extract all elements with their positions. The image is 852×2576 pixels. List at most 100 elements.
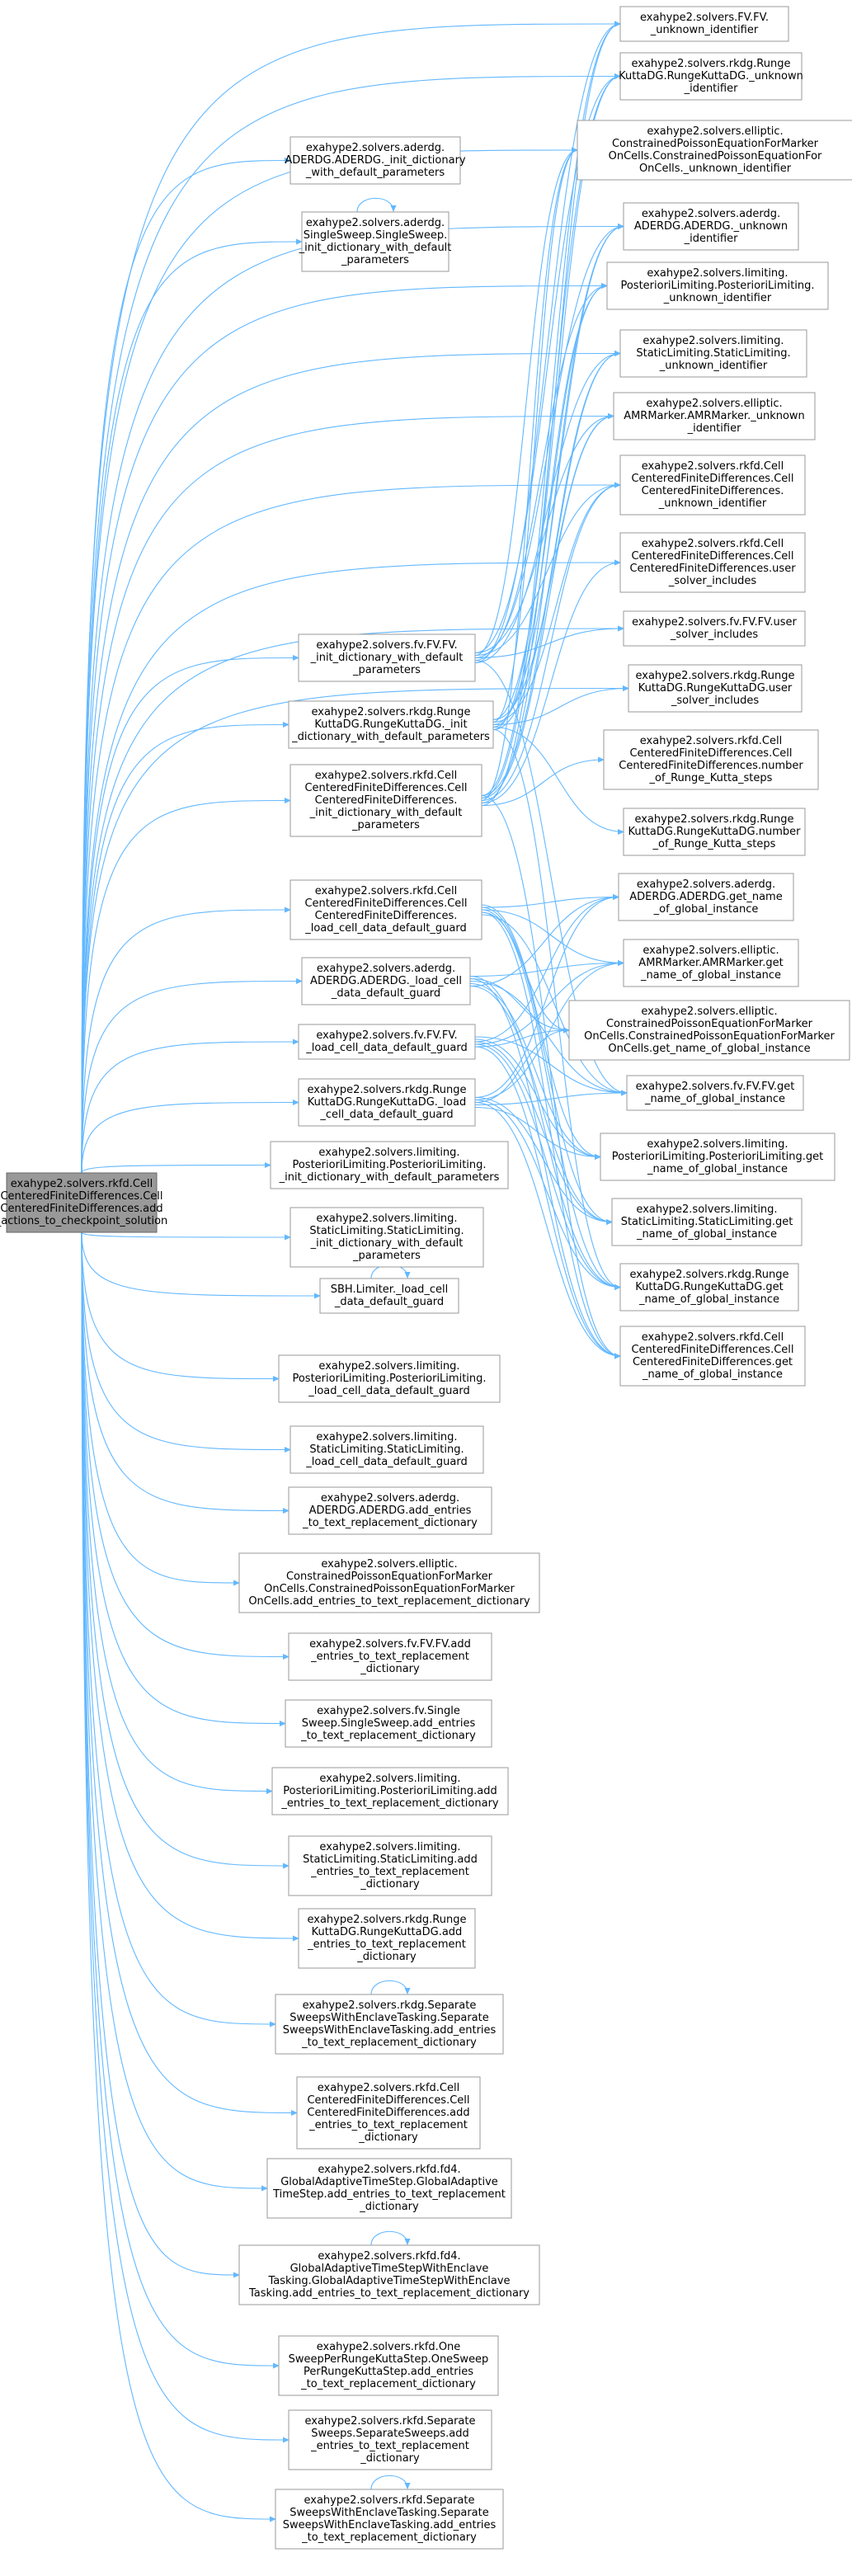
edge-n0-to-b10 <box>81 629 624 1174</box>
node-label-line: exahype2.solvers.rkdg.Runge <box>636 670 795 682</box>
node-label-line: _init_dictionary_with_default <box>299 242 452 254</box>
node-label-line: exahype2.solvers.elliptic. <box>647 125 783 138</box>
function-node-a3[interactable]: exahype2.solvers.fv.FV.FV._init_dictiona… <box>298 633 476 682</box>
node-box <box>298 1078 476 1127</box>
function-node-b9[interactable]: exahype2.solvers.rkfd.CellCenteredFinite… <box>619 532 806 593</box>
function-node-a10[interactable]: exahype2.solvers.limiting.PosterioriLimi… <box>270 1141 509 1189</box>
function-node-a16[interactable]: exahype2.solvers.elliptic.ConstrainedPoi… <box>238 1552 540 1613</box>
function-node-b3[interactable]: exahype2.solvers.elliptic.ConstrainedPoi… <box>577 120 852 181</box>
node-label-line: KuttaDG.RungeKuttaDG.get <box>635 1281 784 1293</box>
function-node-a23[interactable]: exahype2.solvers.rkfd.CellCenteredFinite… <box>296 2076 481 2150</box>
function-node-a5[interactable]: exahype2.solvers.rkfd.CellCenteredFinite… <box>289 764 482 837</box>
function-node-a26[interactable]: exahype2.solvers.rkfd.OneSweepPerRungeKu… <box>278 2335 499 2396</box>
function-node-a11[interactable]: exahype2.solvers.limiting.StaticLimiting… <box>289 1207 484 1268</box>
node-label-line: CenteredFiniteDifferences.Cell <box>307 2094 469 2107</box>
function-node-a1[interactable]: exahype2.solvers.aderdg.ADERDG.ADERDG._i… <box>285 136 466 185</box>
function-node-a28[interactable]: exahype2.solvers.rkfd.SeparateSweepsWith… <box>275 2489 504 2550</box>
node-label-line: exahype2.solvers.rkdg.Runge <box>308 1084 467 1096</box>
node-box <box>266 2158 512 2219</box>
function-node-b16[interactable]: exahype2.solvers.elliptic.ConstrainedPoi… <box>568 1000 850 1061</box>
node-label-line: _solver_includes <box>668 575 756 587</box>
node-box <box>623 808 806 856</box>
node-label-line: Tasking.GlobalAdaptiveTimeStepWithEnclav… <box>267 2275 510 2287</box>
function-node-a17[interactable]: exahype2.solvers.fv.FV.FV.add_entries_to… <box>288 1632 492 1681</box>
function-node-b20[interactable]: exahype2.solvers.rkdg.RungeKuttaDG.Runge… <box>619 1263 799 1312</box>
edge-a4-to-b2 <box>492 77 620 721</box>
function-node-a4[interactable]: exahype2.solvers.rkdg.RungeKuttaDG.Runge… <box>288 700 494 749</box>
edge-a6-to-b14 <box>481 897 619 908</box>
node-box <box>278 2335 499 2396</box>
node-label-line: OnCells.ConstrainedPoissonEquationFor <box>609 150 822 162</box>
node-label-line: _name_of_global_instance <box>638 1293 779 1306</box>
function-node-a6[interactable]: exahype2.solvers.rkfd.CellCenteredFinite… <box>289 879 482 940</box>
node-label-line: PerRungeKuttaStep.add_entries <box>304 2366 473 2378</box>
edge-n0-to-a13 <box>81 1231 279 1379</box>
root-function-node[interactable]: exahype2.solvers.rkfd.CellCenteredFinite… <box>0 1172 167 1233</box>
function-node-b11[interactable]: exahype2.solvers.rkdg.RungeKuttaDG.Runge… <box>628 664 803 713</box>
edge-a7-to-b20 <box>469 975 620 1288</box>
function-node-a18[interactable]: exahype2.solvers.fv.SingleSweep.SingleSw… <box>285 1699 492 1748</box>
function-node-b14[interactable]: exahype2.solvers.aderdg.ADERDG.ADERDG.ge… <box>618 873 794 921</box>
edge-n0-to-a7 <box>81 982 302 1174</box>
node-label-line: _load_cell_data_default_guard <box>304 922 467 935</box>
node-label-line: CenteredFiniteDifferences.add <box>0 1203 162 1215</box>
function-node-a21[interactable]: exahype2.solvers.rkdg.RungeKuttaDG.Runge… <box>298 1908 476 1969</box>
node-box <box>275 1994 504 2055</box>
node-label-line: OnCells.get_name_of_global_instance <box>608 1043 810 1055</box>
function-node-b10[interactable]: exahype2.solvers.fv.FV.FV.user_solver_in… <box>623 610 806 647</box>
node-label-line: _dictionary <box>358 2131 418 2144</box>
function-node-b5[interactable]: exahype2.solvers.limiting.PosterioriLimi… <box>606 261 829 310</box>
node-label-line: exahype2.solvers.limiting. <box>647 267 788 280</box>
node-box <box>623 610 806 647</box>
node-label-line: _solver_includes <box>671 695 759 707</box>
edge-n0-to-a17 <box>81 1231 289 1657</box>
function-node-b1[interactable]: exahype2.solvers.FV.FV._unknown_identifi… <box>619 6 789 42</box>
edge-n0-to-b2 <box>81 77 620 1174</box>
edge-a5-to-b3 <box>481 150 577 802</box>
function-node-b4[interactable]: exahype2.solvers.aderdg.ADERDG.ADERDG._u… <box>623 202 799 251</box>
edge-a22-to-a22 <box>370 1980 407 1995</box>
function-node-b21[interactable]: exahype2.solvers.rkfd.CellCenteredFinite… <box>619 1326 806 1387</box>
function-node-a14[interactable]: exahype2.solvers.limiting.StaticLimiting… <box>289 1425 484 1474</box>
function-node-b2[interactable]: exahype2.solvers.rkdg.RungeKuttaDG.Runge… <box>619 52 803 101</box>
function-node-b18[interactable]: exahype2.solvers.limiting.PosterioriLimi… <box>600 1133 836 1181</box>
function-node-a27[interactable]: exahype2.solvers.rkfd.SeparateSweeps.Sep… <box>288 2409 492 2470</box>
edge-a5-to-b7 <box>481 417 614 799</box>
function-node-b15[interactable]: exahype2.solvers.elliptic.AMRMarker.AMRM… <box>623 939 799 987</box>
function-node-a12[interactable]: SBH.Limiter._load_cell_data_default_guar… <box>319 1278 459 1314</box>
function-node-b12[interactable]: exahype2.solvers.rkfd.CellCenteredFinite… <box>603 729 819 790</box>
edge-a4-to-b13 <box>492 726 624 832</box>
edge-a9-to-b19 <box>474 1096 612 1222</box>
function-node-b13[interactable]: exahype2.solvers.rkdg.RungeKuttaDG.Runge… <box>623 808 806 856</box>
node-label-line: exahype2.solvers.rkfd.Cell <box>315 885 457 897</box>
function-node-a7[interactable]: exahype2.solvers.aderdg.ADERDG.ADERDG._l… <box>301 957 471 1005</box>
function-node-a2[interactable]: exahype2.solvers.aderdg.SingleSweep.Sing… <box>299 211 452 272</box>
function-node-a15[interactable]: exahype2.solvers.aderdg.ADERDG.ADERDG.ad… <box>288 1486 492 1535</box>
node-label-line: Sweeps.SeparateSweeps.add <box>311 2428 468 2440</box>
node-label-line: _dictionary_with_default_parameters <box>291 731 490 743</box>
edge-a3-to-b2 <box>474 77 620 654</box>
function-node-b7[interactable]: exahype2.solvers.elliptic.AMRMarker.AMRM… <box>613 392 816 440</box>
function-node-a8[interactable]: exahype2.solvers.fv.FV.FV._load_cell_dat… <box>298 1024 476 1060</box>
node-label-line: OnCells.ConstrainedPoissonEquationForMar… <box>264 1583 515 1595</box>
function-node-a20[interactable]: exahype2.solvers.limiting.StaticLimiting… <box>288 1835 492 1896</box>
function-node-a9[interactable]: exahype2.solvers.rkdg.RungeKuttaDG.Runge… <box>298 1078 476 1127</box>
edge-a9-to-b14 <box>474 897 619 1099</box>
function-node-b19[interactable]: exahype2.solvers.limiting.StaticLimiting… <box>611 1198 803 1246</box>
function-node-b8[interactable]: exahype2.solvers.rkfd.CellCenteredFinite… <box>619 454 806 516</box>
function-node-a25[interactable]: exahype2.solvers.rkfd.fd4.GlobalAdaptive… <box>238 2244 540 2305</box>
function-node-a19[interactable]: exahype2.solvers.limiting.PosterioriLimi… <box>271 1767 509 1815</box>
function-node-a13[interactable]: exahype2.solvers.limiting.PosterioriLimi… <box>278 1354 501 1403</box>
node-label-line: SingleSweep.SingleSweep. <box>304 229 447 242</box>
node-box <box>288 700 494 749</box>
node-label-line: PosterioriLimiting.PosterioriLimiting. <box>620 280 814 292</box>
function-node-b6[interactable]: exahype2.solvers.limiting.StaticLimiting… <box>619 329 807 378</box>
node-label-line: exahype2.solvers.rkdg.Runge <box>308 1914 467 1926</box>
node-label-line: CenteredFiniteDifferences.number <box>619 760 803 772</box>
function-node-a24[interactable]: exahype2.solvers.rkfd.fd4.GlobalAdaptive… <box>266 2158 512 2219</box>
function-node-a22[interactable]: exahype2.solvers.rkdg.SeparateSweepsWith… <box>275 1994 504 2055</box>
function-node-b17[interactable]: exahype2.solvers.fv.FV.FV.get_name_of_gl… <box>626 1075 804 1111</box>
node-label-line: exahype2.solvers.limiting. <box>318 1360 459 1373</box>
node-label-line: exahype2.solvers.rkfd.Cell <box>318 2082 459 2094</box>
node-label-line: SweepsWithEnclaveTasking.add_entries <box>283 2519 497 2531</box>
